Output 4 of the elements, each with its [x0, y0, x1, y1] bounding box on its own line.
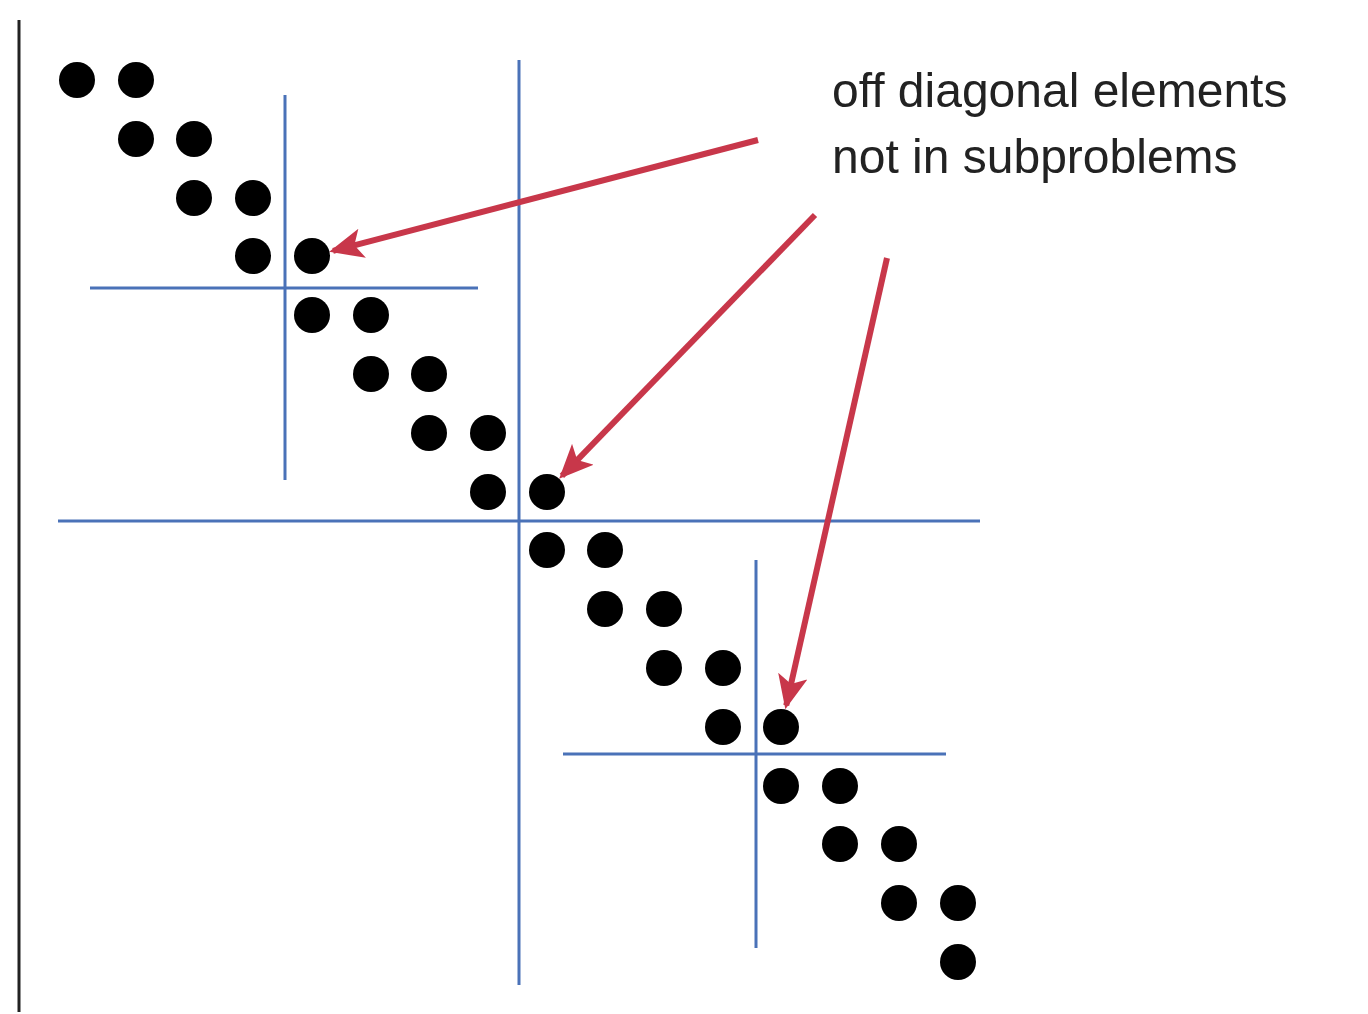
leader-arrow	[329, 137, 759, 258]
annotation-text: off diagonal elements not in subproblems	[832, 63, 1289, 185]
leader-arrow	[778, 257, 890, 710]
leader-arrow	[559, 212, 818, 479]
